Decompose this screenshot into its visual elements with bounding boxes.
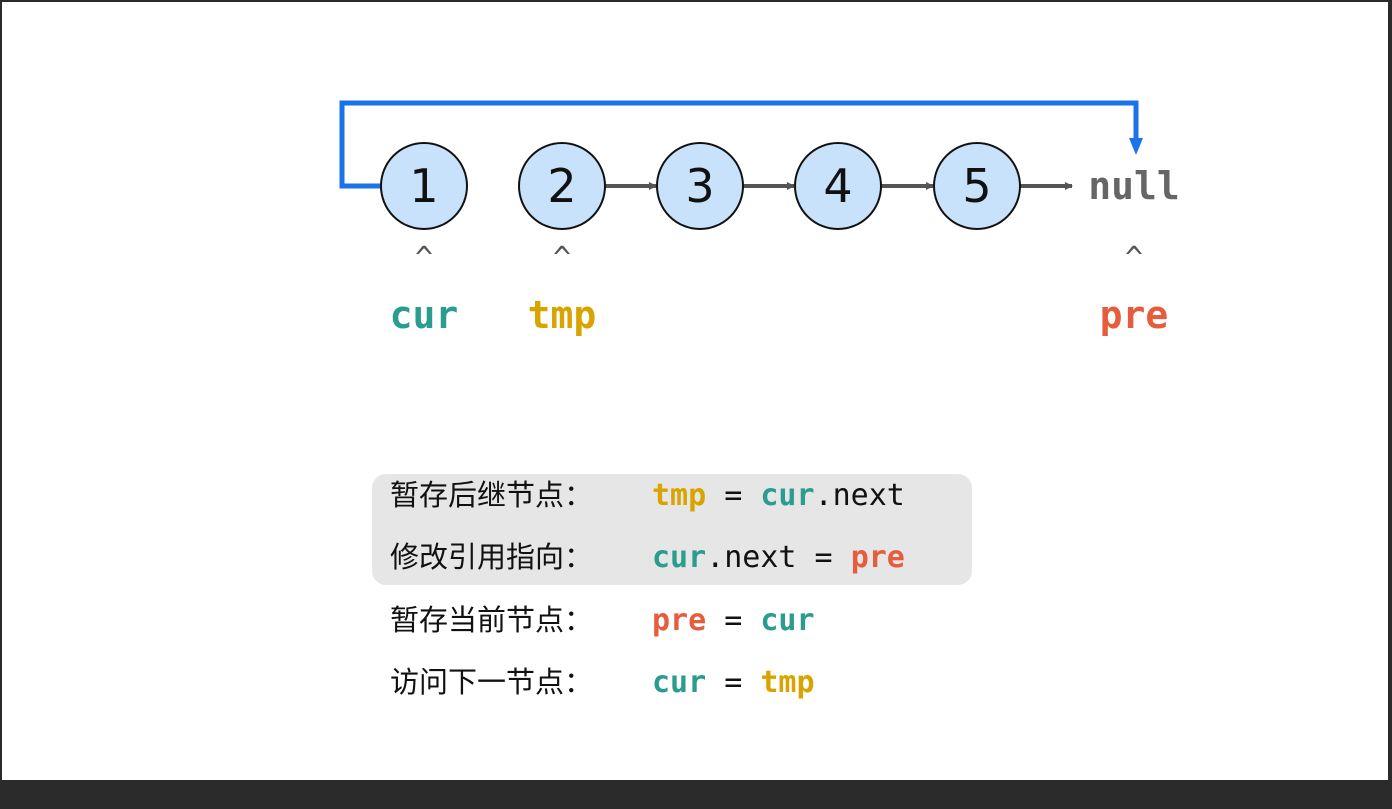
list-node (518, 142, 606, 230)
step-code: pre = cur (652, 603, 815, 638)
code-token-cur: cur (652, 665, 707, 700)
code-token-cur: cur (760, 603, 815, 638)
step-line: 访问下一节点： cur = tmp (390, 662, 815, 702)
highlight-box (372, 474, 972, 585)
null-label: null (1088, 164, 1180, 208)
step-label: 修改引用指向： (390, 540, 594, 574)
node-value: 2 (547, 159, 576, 213)
node-value: 4 (823, 159, 852, 213)
code-token-text: = (706, 603, 761, 638)
code-token-text: .next = (706, 540, 851, 575)
step-label: 暂存后继节点： (390, 478, 594, 512)
list-node (380, 142, 468, 230)
linked-list-diagram: 1 2 3 4 5 null ^ cur ^ tmp ^ pre (339, 100, 1180, 337)
step-line: 修改引用指向： cur.next = pre (390, 537, 905, 577)
node-value: 3 (685, 159, 714, 213)
code-token-pre: pre (652, 603, 707, 638)
step-line: 暂存当前节点： pre = cur (390, 600, 815, 640)
pointer-caret: ^ (415, 241, 433, 276)
step-label: 访问下一节点： (390, 665, 594, 699)
reversed-pointer-arrow (339, 100, 1139, 189)
step-code: cur = tmp (652, 665, 815, 700)
pointer-label-tmp: tmp (528, 293, 597, 337)
node-value: 5 (962, 159, 991, 213)
step-label: 暂存当前节点： (390, 603, 594, 637)
list-node (656, 142, 744, 230)
step-line: 暂存后继节点： tmp = cur.next (390, 475, 905, 515)
code-token-tmp: tmp (652, 478, 707, 513)
step-code: cur.next = pre (652, 540, 905, 575)
pointer-label-pre: pre (1100, 293, 1169, 337)
code-token-pre: pre (850, 540, 905, 575)
list-node (933, 142, 1021, 230)
pointer-caret: ^ (553, 241, 571, 276)
node-value: 1 (409, 159, 438, 213)
code-token-text: .next (814, 478, 905, 513)
arrow-head-icon (1129, 138, 1143, 155)
code-token-cur: cur (652, 540, 707, 575)
step-code: tmp = cur.next (652, 478, 905, 513)
pointer-label-cur: cur (390, 293, 459, 337)
code-token-text: = (706, 665, 761, 700)
code-token-text: = (706, 478, 761, 513)
code-token-cur: cur (760, 478, 815, 513)
list-node (794, 142, 882, 230)
code-token-tmp: tmp (760, 665, 815, 700)
pointer-caret: ^ (1125, 241, 1143, 276)
